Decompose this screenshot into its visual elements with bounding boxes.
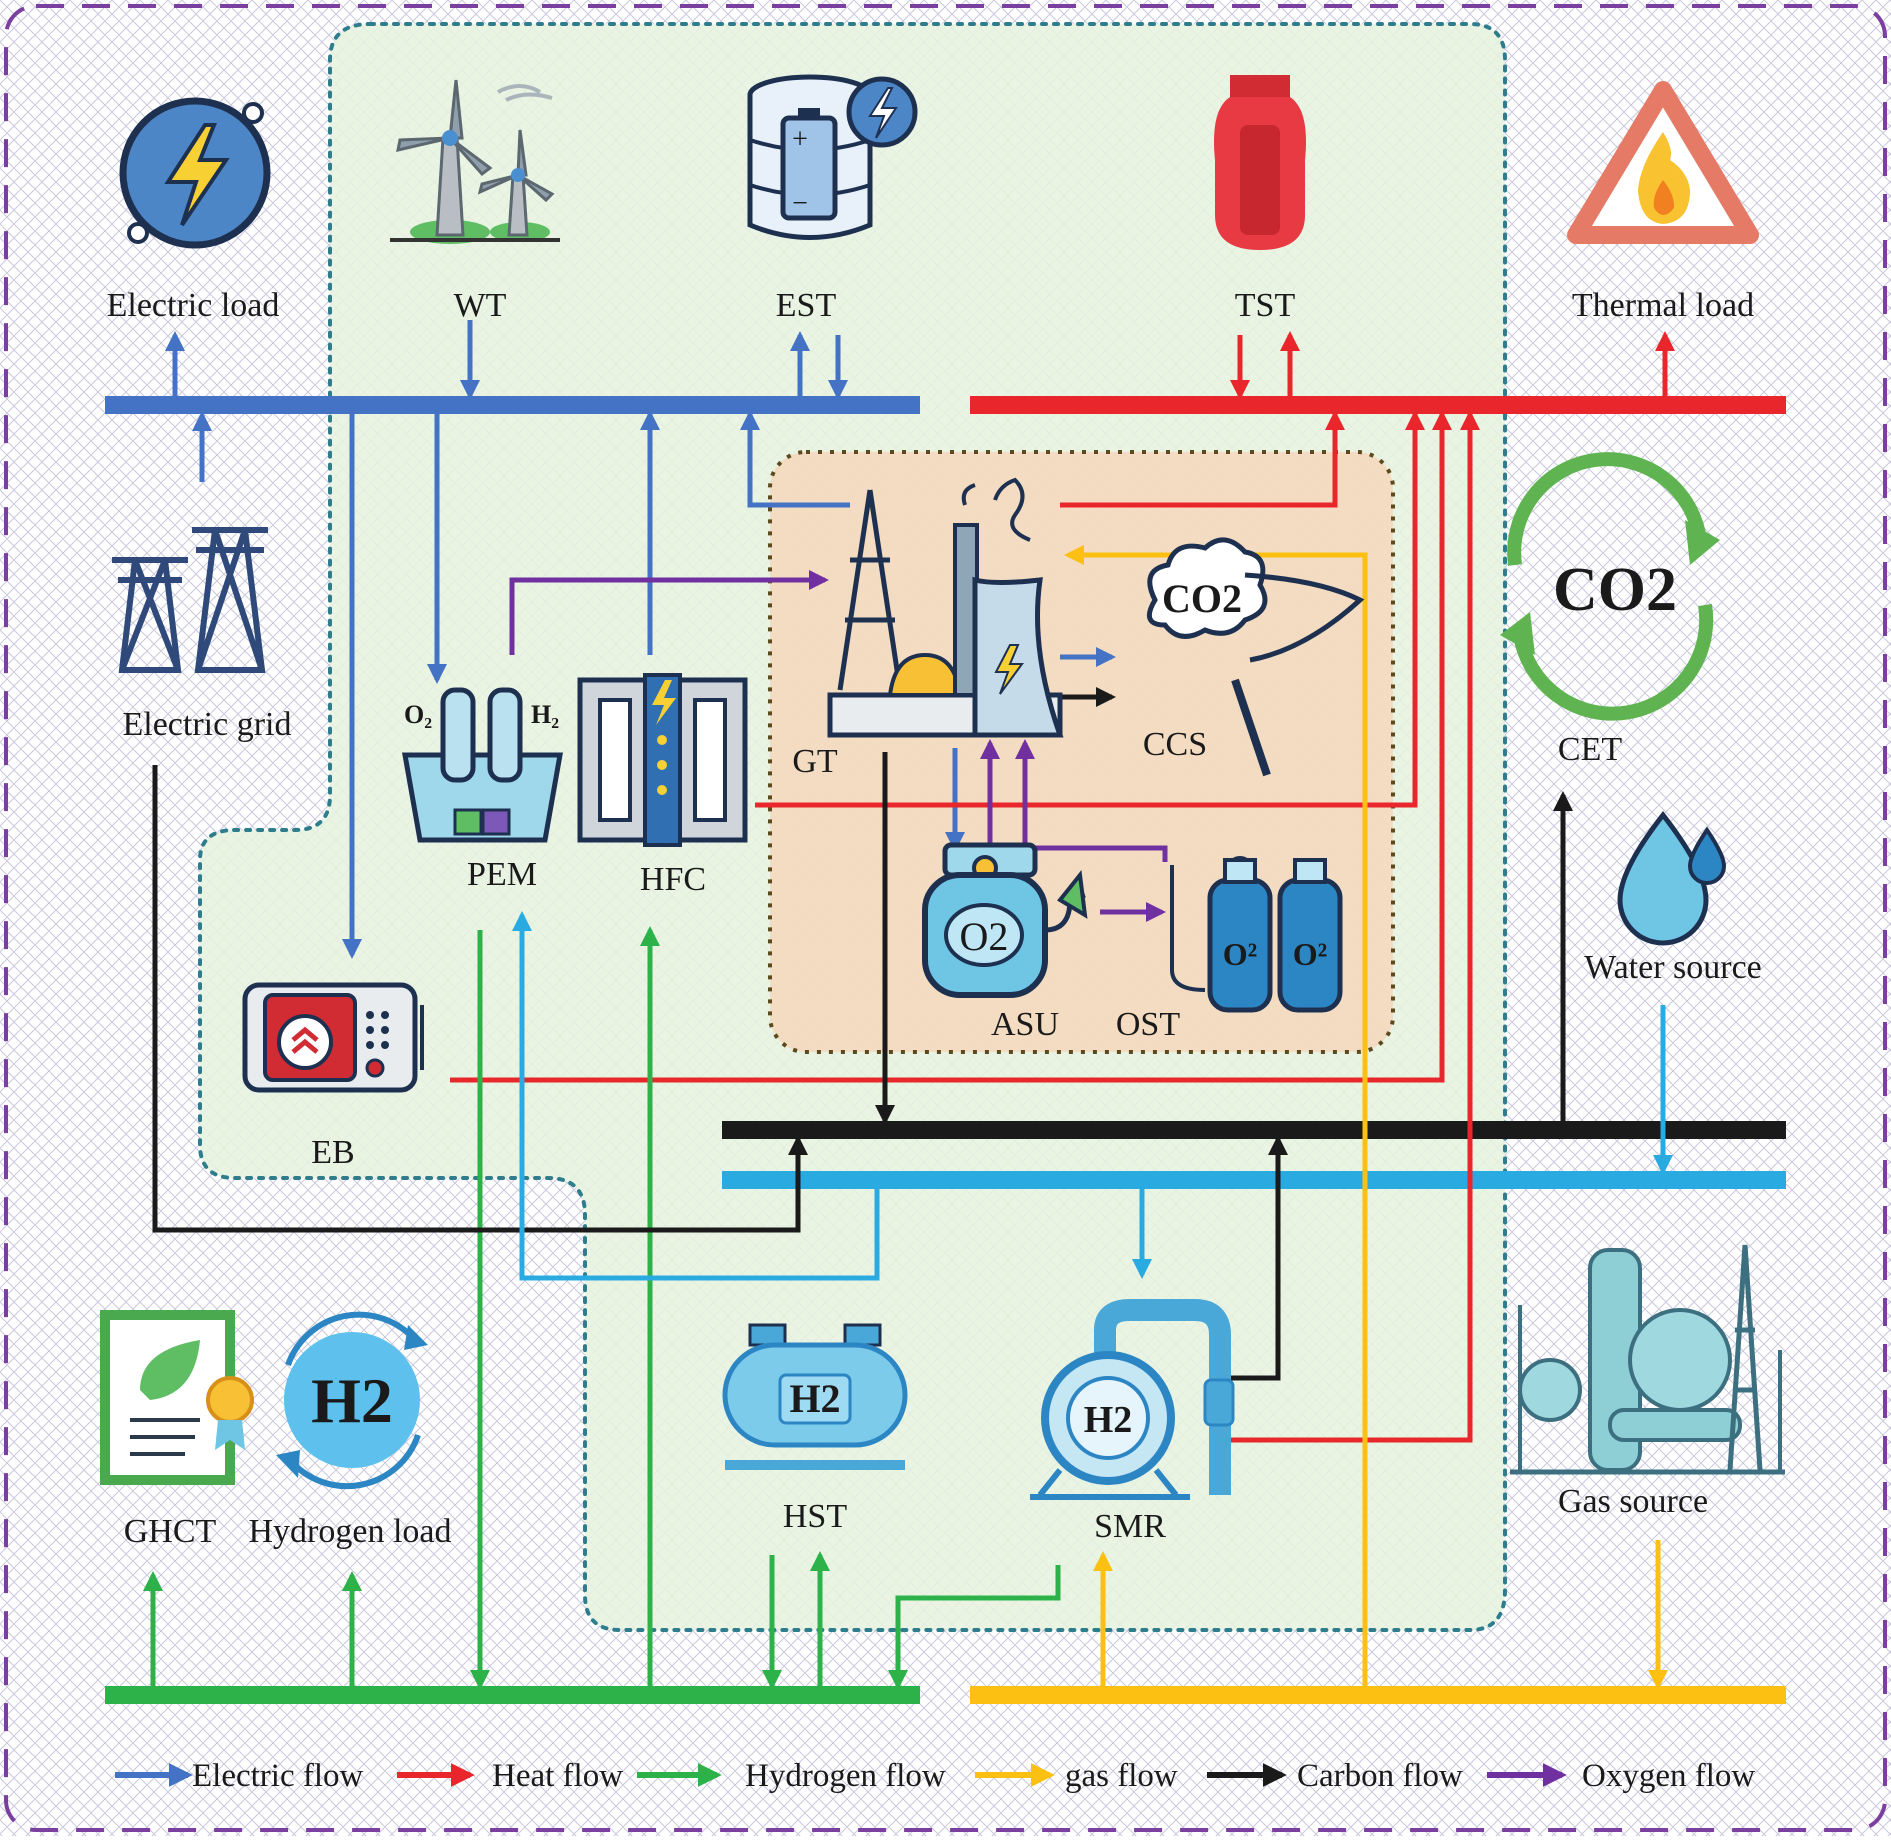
flow-water-to-pem bbox=[512, 911, 880, 1281]
co2-mark: CO2 bbox=[1553, 556, 1677, 624]
label-hfc: HFC bbox=[640, 861, 706, 898]
label-ost: OST bbox=[1116, 1006, 1180, 1043]
label-electric-grid: Electric grid bbox=[123, 706, 292, 743]
label-electric-load: Electric load bbox=[107, 287, 280, 324]
legend-label-heat: Heat flow bbox=[492, 1758, 623, 1794]
hydrogen-fuel-cell-icon bbox=[577, 673, 748, 847]
thermal-load-icon bbox=[1567, 81, 1759, 244]
label-wt: WT bbox=[454, 287, 507, 324]
flow-ost-to-gt bbox=[1015, 739, 1168, 862]
hydrogen-load-icon: H2 bbox=[276, 1311, 428, 1490]
legend-item-carbon: Carbon flow bbox=[1207, 1758, 1463, 1794]
steam-reformer-icon: H2 bbox=[1030, 1299, 1235, 1500]
hydrogen-storage-tank-icon: H2 bbox=[722, 1323, 908, 1470]
label-pem: PEM bbox=[467, 856, 537, 893]
heat-flows bbox=[450, 331, 1675, 1443]
hst-h2-mark: H2 bbox=[789, 1376, 840, 1421]
ost-o2-mark-2: O² bbox=[1293, 936, 1327, 972]
electric-boiler-icon bbox=[242, 982, 424, 1093]
svg-text:−: − bbox=[792, 188, 808, 219]
legend-label-gas: gas flow bbox=[1065, 1758, 1178, 1794]
electric-load-icon bbox=[119, 97, 271, 249]
legend-label-carbon: Carbon flow bbox=[1297, 1758, 1463, 1794]
legend-label-oxygen: Oxygen flow bbox=[1582, 1758, 1755, 1794]
oxygen-storage-icon: O² O² bbox=[1170, 856, 1343, 1013]
label-gas-source: Gas source bbox=[1558, 1483, 1708, 1520]
hydrogen-flows bbox=[143, 926, 1061, 1690]
component-labels: Electric load WT EST TST Thermal load El… bbox=[107, 287, 1762, 1550]
legend-label-hydrogen: Hydrogen flow bbox=[745, 1758, 946, 1794]
flow-heat-hfc bbox=[755, 410, 1425, 808]
legend-item-heat: Heat flow bbox=[397, 1758, 623, 1794]
legend-item-oxygen: Oxygen flow bbox=[1487, 1758, 1755, 1794]
legend: Electric flow Heat flow Hydrogen flow ga… bbox=[115, 1758, 1755, 1794]
label-hst: HST bbox=[783, 1498, 847, 1535]
water-flows bbox=[512, 911, 1673, 1281]
label-hydrogen-load: Hydrogen load bbox=[248, 1513, 451, 1550]
label-est: EST bbox=[776, 287, 837, 324]
flow-from-gt bbox=[740, 410, 850, 508]
oxygen-flows bbox=[509, 570, 1168, 922]
flow-heat-eb bbox=[450, 410, 1452, 1083]
legend-item-hydrogen: Hydrogen flow bbox=[637, 1758, 946, 1794]
carbon-flows bbox=[152, 687, 1573, 1381]
label-water-source: Water source bbox=[1584, 949, 1762, 986]
label-tst: TST bbox=[1235, 287, 1296, 324]
label-ghct: GHCT bbox=[124, 1513, 217, 1550]
legend-label-electric: Electric flow bbox=[192, 1758, 364, 1794]
pem-electrolyzer-icon: O₂ H₂ bbox=[402, 687, 563, 843]
ost-o2-mark-1: O² bbox=[1223, 936, 1257, 972]
h2-load-mark: H2 bbox=[311, 1365, 393, 1436]
label-eb: EB bbox=[311, 1134, 354, 1171]
thermal-storage-icon bbox=[1214, 75, 1306, 250]
energy-storage-icon: + − bbox=[747, 74, 918, 240]
flow-gas-to-gt bbox=[1064, 545, 1368, 1686]
ccs-co2-mark: CO2 bbox=[1162, 576, 1242, 621]
flow-from-smr bbox=[888, 1565, 1061, 1690]
flow-heat-smr bbox=[1230, 410, 1480, 1443]
carbon-trading-icon: CO2 bbox=[1500, 452, 1720, 721]
electric-grid-icon bbox=[112, 527, 268, 673]
carbon-capture-icon: CO2 bbox=[1146, 537, 1365, 777]
label-thermal-load: Thermal load bbox=[1572, 287, 1754, 324]
smr-h2-mark: H2 bbox=[1084, 1399, 1133, 1441]
flow-pem-to-gt bbox=[509, 570, 829, 655]
electric-flows bbox=[165, 320, 1116, 959]
label-ccs: CCS bbox=[1143, 726, 1207, 763]
pem-o2-mark: O₂ bbox=[404, 700, 432, 729]
air-separation-icon: O2 bbox=[922, 842, 1088, 998]
water-source-icon bbox=[1617, 810, 1727, 946]
flow-grid-carbon bbox=[152, 765, 808, 1233]
legend-item-electric: Electric flow bbox=[115, 1758, 364, 1794]
green-hydrogen-certificate-icon bbox=[100, 1310, 254, 1485]
svg-text:+: + bbox=[792, 124, 808, 155]
flow-smr-carbon bbox=[1215, 1135, 1288, 1381]
wind-turbine-icon bbox=[390, 79, 560, 244]
label-gt: GT bbox=[792, 743, 838, 780]
gas-flows bbox=[1064, 545, 1668, 1690]
pem-h2-mark: H₂ bbox=[531, 700, 559, 729]
label-smr: SMR bbox=[1094, 1508, 1166, 1545]
flow-heat-gt bbox=[1060, 410, 1345, 508]
gas-source-icon bbox=[1510, 1244, 1785, 1475]
legend-item-gas: gas flow bbox=[975, 1758, 1178, 1794]
asu-o2-mark: O2 bbox=[960, 914, 1009, 959]
label-cet: CET bbox=[1558, 731, 1622, 768]
gas-turbine-icon bbox=[827, 477, 1064, 738]
label-asu: ASU bbox=[991, 1006, 1059, 1043]
